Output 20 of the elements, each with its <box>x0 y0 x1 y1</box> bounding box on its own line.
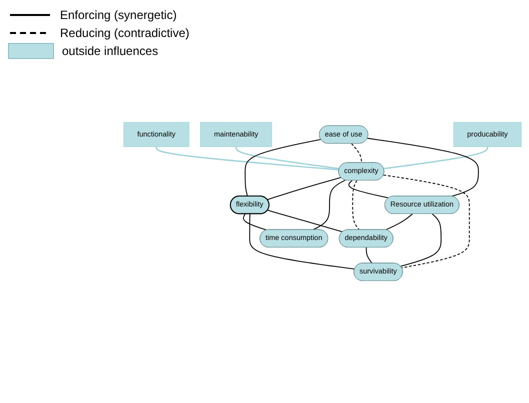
connector <box>348 180 390 198</box>
connector <box>249 214 356 270</box>
connector <box>366 247 372 264</box>
connector <box>235 146 340 170</box>
connector <box>385 214 413 230</box>
connector <box>400 214 442 267</box>
connector <box>267 210 344 232</box>
legend-label: Reducing (contradictive) <box>60 26 190 40</box>
connector <box>156 146 339 170</box>
connector <box>383 174 470 268</box>
legend-label: Enforcing (synergetic) <box>60 8 177 22</box>
connector <box>352 180 360 230</box>
connector <box>312 180 346 230</box>
connector <box>242 214 268 230</box>
connector <box>244 138 322 197</box>
connector <box>366 138 479 197</box>
connector <box>384 146 488 170</box>
connector <box>266 177 342 200</box>
legend-label: outside influences <box>62 44 158 58</box>
connector <box>351 143 362 164</box>
